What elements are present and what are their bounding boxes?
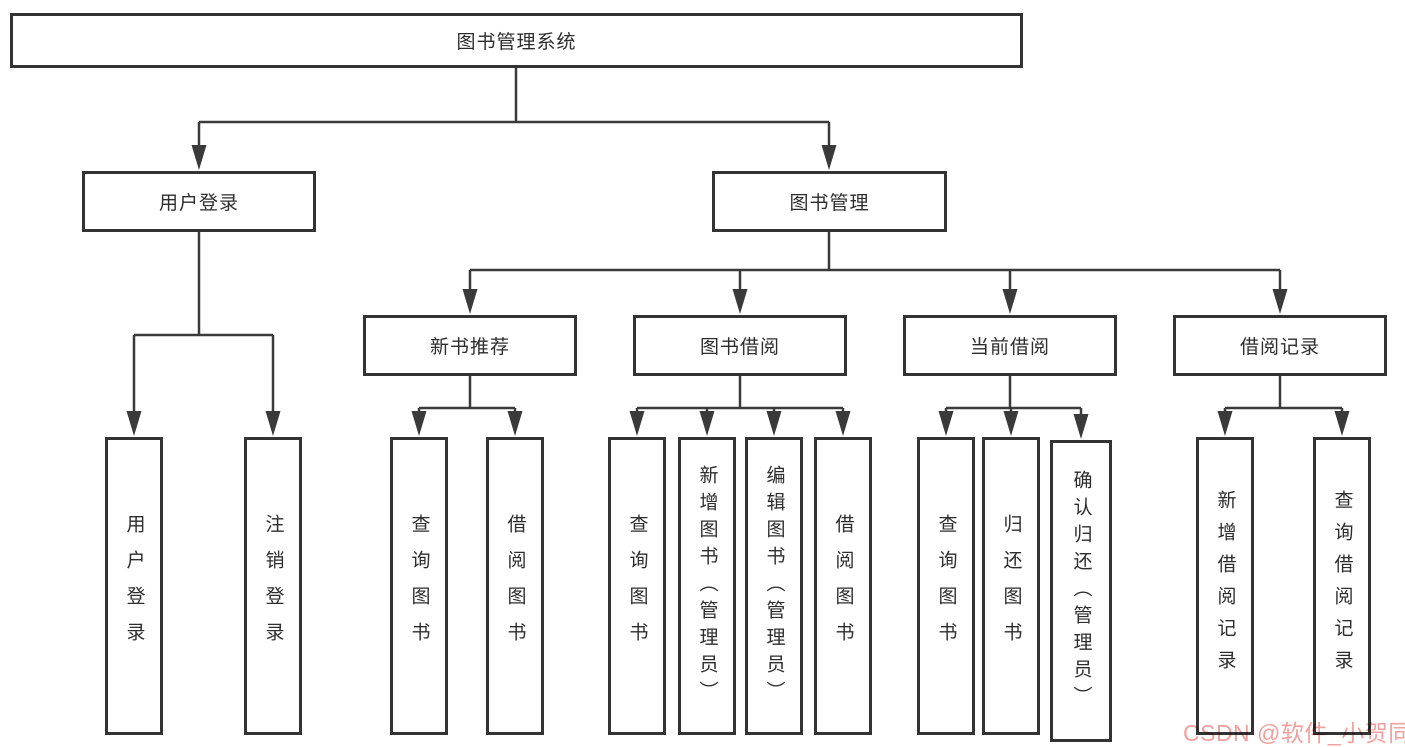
node-label: 确认归还（管理员） [1070, 469, 1092, 713]
node-label: 当前借阅 [969, 337, 1050, 358]
node-label: 图书管理 [789, 193, 870, 214]
node-label: 归还图书 [1000, 514, 1022, 658]
node-query-borrow-record: 查询借阅记录 [1313, 437, 1371, 735]
node-add-borrow-record: 新增借阅记录 [1196, 437, 1254, 735]
node-query-books-recommend: 查询图书 [390, 437, 448, 735]
node-user-login-leaf: 用户登录 [105, 437, 163, 735]
node-confirm-return-admin: 确认归还（管理员） [1050, 440, 1112, 742]
node-label: 查询图书 [408, 514, 430, 658]
node-label: 查询借阅记录 [1331, 490, 1353, 682]
node-new-book-recommend: 新书推荐 [363, 315, 577, 376]
node-label: 查询图书 [626, 514, 648, 658]
node-user-login-branch: 用户登录 [82, 171, 316, 232]
node-label: 新增借阅记录 [1214, 490, 1236, 682]
node-label: 编辑图书（管理员） [763, 464, 785, 708]
node-label: 查询图书 [935, 514, 957, 658]
node-edit-books-admin: 编辑图书（管理员） [745, 437, 803, 735]
node-label: 借阅图书 [504, 514, 526, 658]
node-label: 新增图书（管理员） [696, 464, 718, 708]
node-book-borrowing: 图书借阅 [633, 315, 847, 376]
node-label: 借阅图书 [832, 514, 854, 658]
node-label: 借阅记录 [1239, 337, 1320, 358]
node-current-borrowing: 当前借阅 [903, 315, 1117, 376]
node-return-books: 归还图书 [982, 437, 1040, 735]
node-query-books-current: 查询图书 [917, 437, 975, 735]
node-library-management-system: 图书管理系统 [10, 13, 1023, 68]
csdn-watermark: CSDN @软件_小贺同学 [1183, 720, 1405, 746]
node-query-books-borrowing: 查询图书 [608, 437, 666, 735]
node-borrow-books-recommend: 借阅图书 [486, 437, 544, 735]
node-label: 图书管理系统 [456, 32, 577, 53]
node-label: 用户登录 [158, 193, 239, 214]
node-label: 用户登录 [123, 514, 145, 658]
node-label: 图书借阅 [699, 337, 780, 358]
node-label: 注销登录 [262, 514, 284, 658]
node-book-management-branch: 图书管理 [712, 171, 947, 232]
node-add-books-admin: 新增图书（管理员） [678, 437, 736, 735]
node-borrow-books-leaf: 借阅图书 [814, 437, 872, 735]
node-logout-leaf: 注销登录 [244, 437, 302, 735]
node-label: 新书推荐 [429, 337, 510, 358]
node-borrowing-records: 借阅记录 [1173, 315, 1387, 376]
